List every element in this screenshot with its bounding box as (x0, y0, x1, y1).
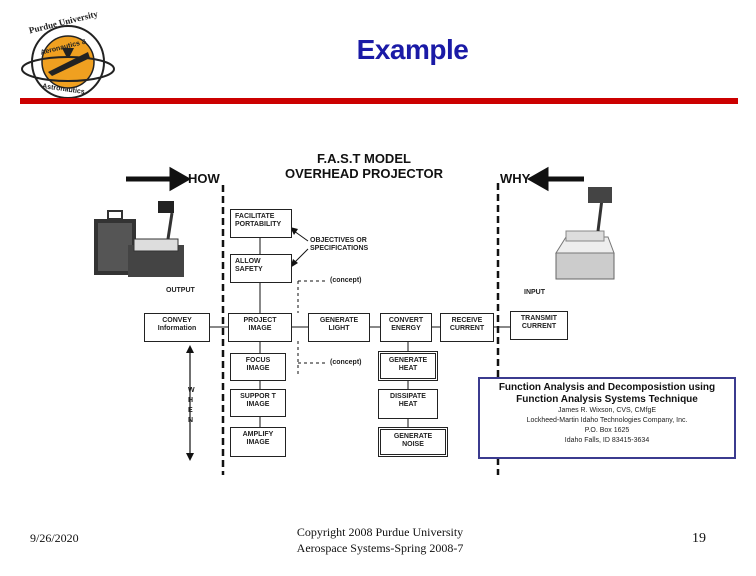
reference-line: James R. Wixson, CVS, CMfgE (557, 407, 657, 414)
reference-title: Function Analysis and Decomposistion usi… (498, 382, 716, 393)
overhead-projector-image (555, 187, 615, 280)
facilitate-portability-box: FACILITATE PORTABILITY (230, 209, 292, 238)
amplify-image-box: AMPLIFY IMAGE (230, 427, 286, 457)
reference-line: Idaho Falls, ID 83415-3634 (564, 437, 650, 444)
reference-subtitle: Function Analysis Systems Technique (516, 394, 698, 405)
convert-energy-box: CONVERT ENERGY (380, 313, 432, 342)
input-label: INPUT (524, 289, 545, 296)
generate-heat-box: GENERATE HEAT (378, 351, 438, 381)
reference-line: P.O. Box 1625 (584, 427, 630, 434)
fast-title-line2: OVERHEAD PROJECTOR (285, 166, 443, 181)
footer-date: 9/26/2020 (30, 531, 79, 545)
generate-noise-box: GENERATE NOISE (378, 427, 448, 457)
when-letter: E (188, 407, 193, 414)
purdue-logo-graphic (21, 25, 115, 99)
page-number: 19 (692, 531, 706, 546)
fast-title-line1: F.A.S.T MODEL (317, 151, 411, 166)
when-letter: N (188, 417, 194, 424)
fast-diagram: F.A.S.T MODEL OVERHEAD PROJECTOR HOW WHY… (68, 113, 736, 479)
project-image-box: PROJECT IMAGE (228, 313, 292, 342)
diagram-lines (94, 166, 615, 475)
why-label: WHY (500, 171, 531, 186)
dissipate-heat-box: DISSIPATE HEAT (378, 389, 438, 419)
copyright-line1: Copyright 2008 Purdue University (296, 525, 464, 539)
when-letter: W (188, 387, 195, 394)
title-divider (20, 98, 738, 104)
how-label: HOW (188, 171, 220, 186)
reference-box: Function Analysis and Decomposistion usi… (478, 377, 736, 459)
copyright-line2: Aerospace Systems-Spring 2008-7 (296, 541, 464, 555)
fast-title: F.A.S.T MODEL OVERHEAD PROJECTOR (264, 151, 464, 181)
when-letter: H (188, 397, 194, 404)
purdue-logo: Purdue University Aeronautics & Astronau… (18, 9, 118, 104)
convey-information-box: CONVEY Information (144, 313, 210, 342)
concept-upper-label: (concept) (330, 277, 362, 284)
receive-current-box: RECEIVE CURRENT (440, 313, 494, 342)
transmit-current-box: TRANSMIT CURRENT (510, 311, 568, 340)
concept-lower-label: (concept) (330, 359, 362, 366)
projector-case-image (94, 201, 184, 277)
slide-title: Example (356, 34, 469, 65)
objectives-label: OBJECTIVES OR SPECIFICATIONS (310, 237, 369, 252)
allow-safety-box: ALLOW SAFETY (230, 254, 292, 283)
output-label: OUTPUT (166, 287, 195, 294)
support-image-box: SUPPOR T IMAGE (230, 389, 286, 417)
generate-light-box: GENERATE LIGHT (308, 313, 370, 342)
reference-line: Lockheed-Martin Idaho Technologies Compa… (526, 417, 688, 424)
footer-copyright: Copyright 2008 Purdue University Aerospa… (270, 524, 490, 556)
focus-image-box: FOCUS IMAGE (230, 353, 286, 381)
